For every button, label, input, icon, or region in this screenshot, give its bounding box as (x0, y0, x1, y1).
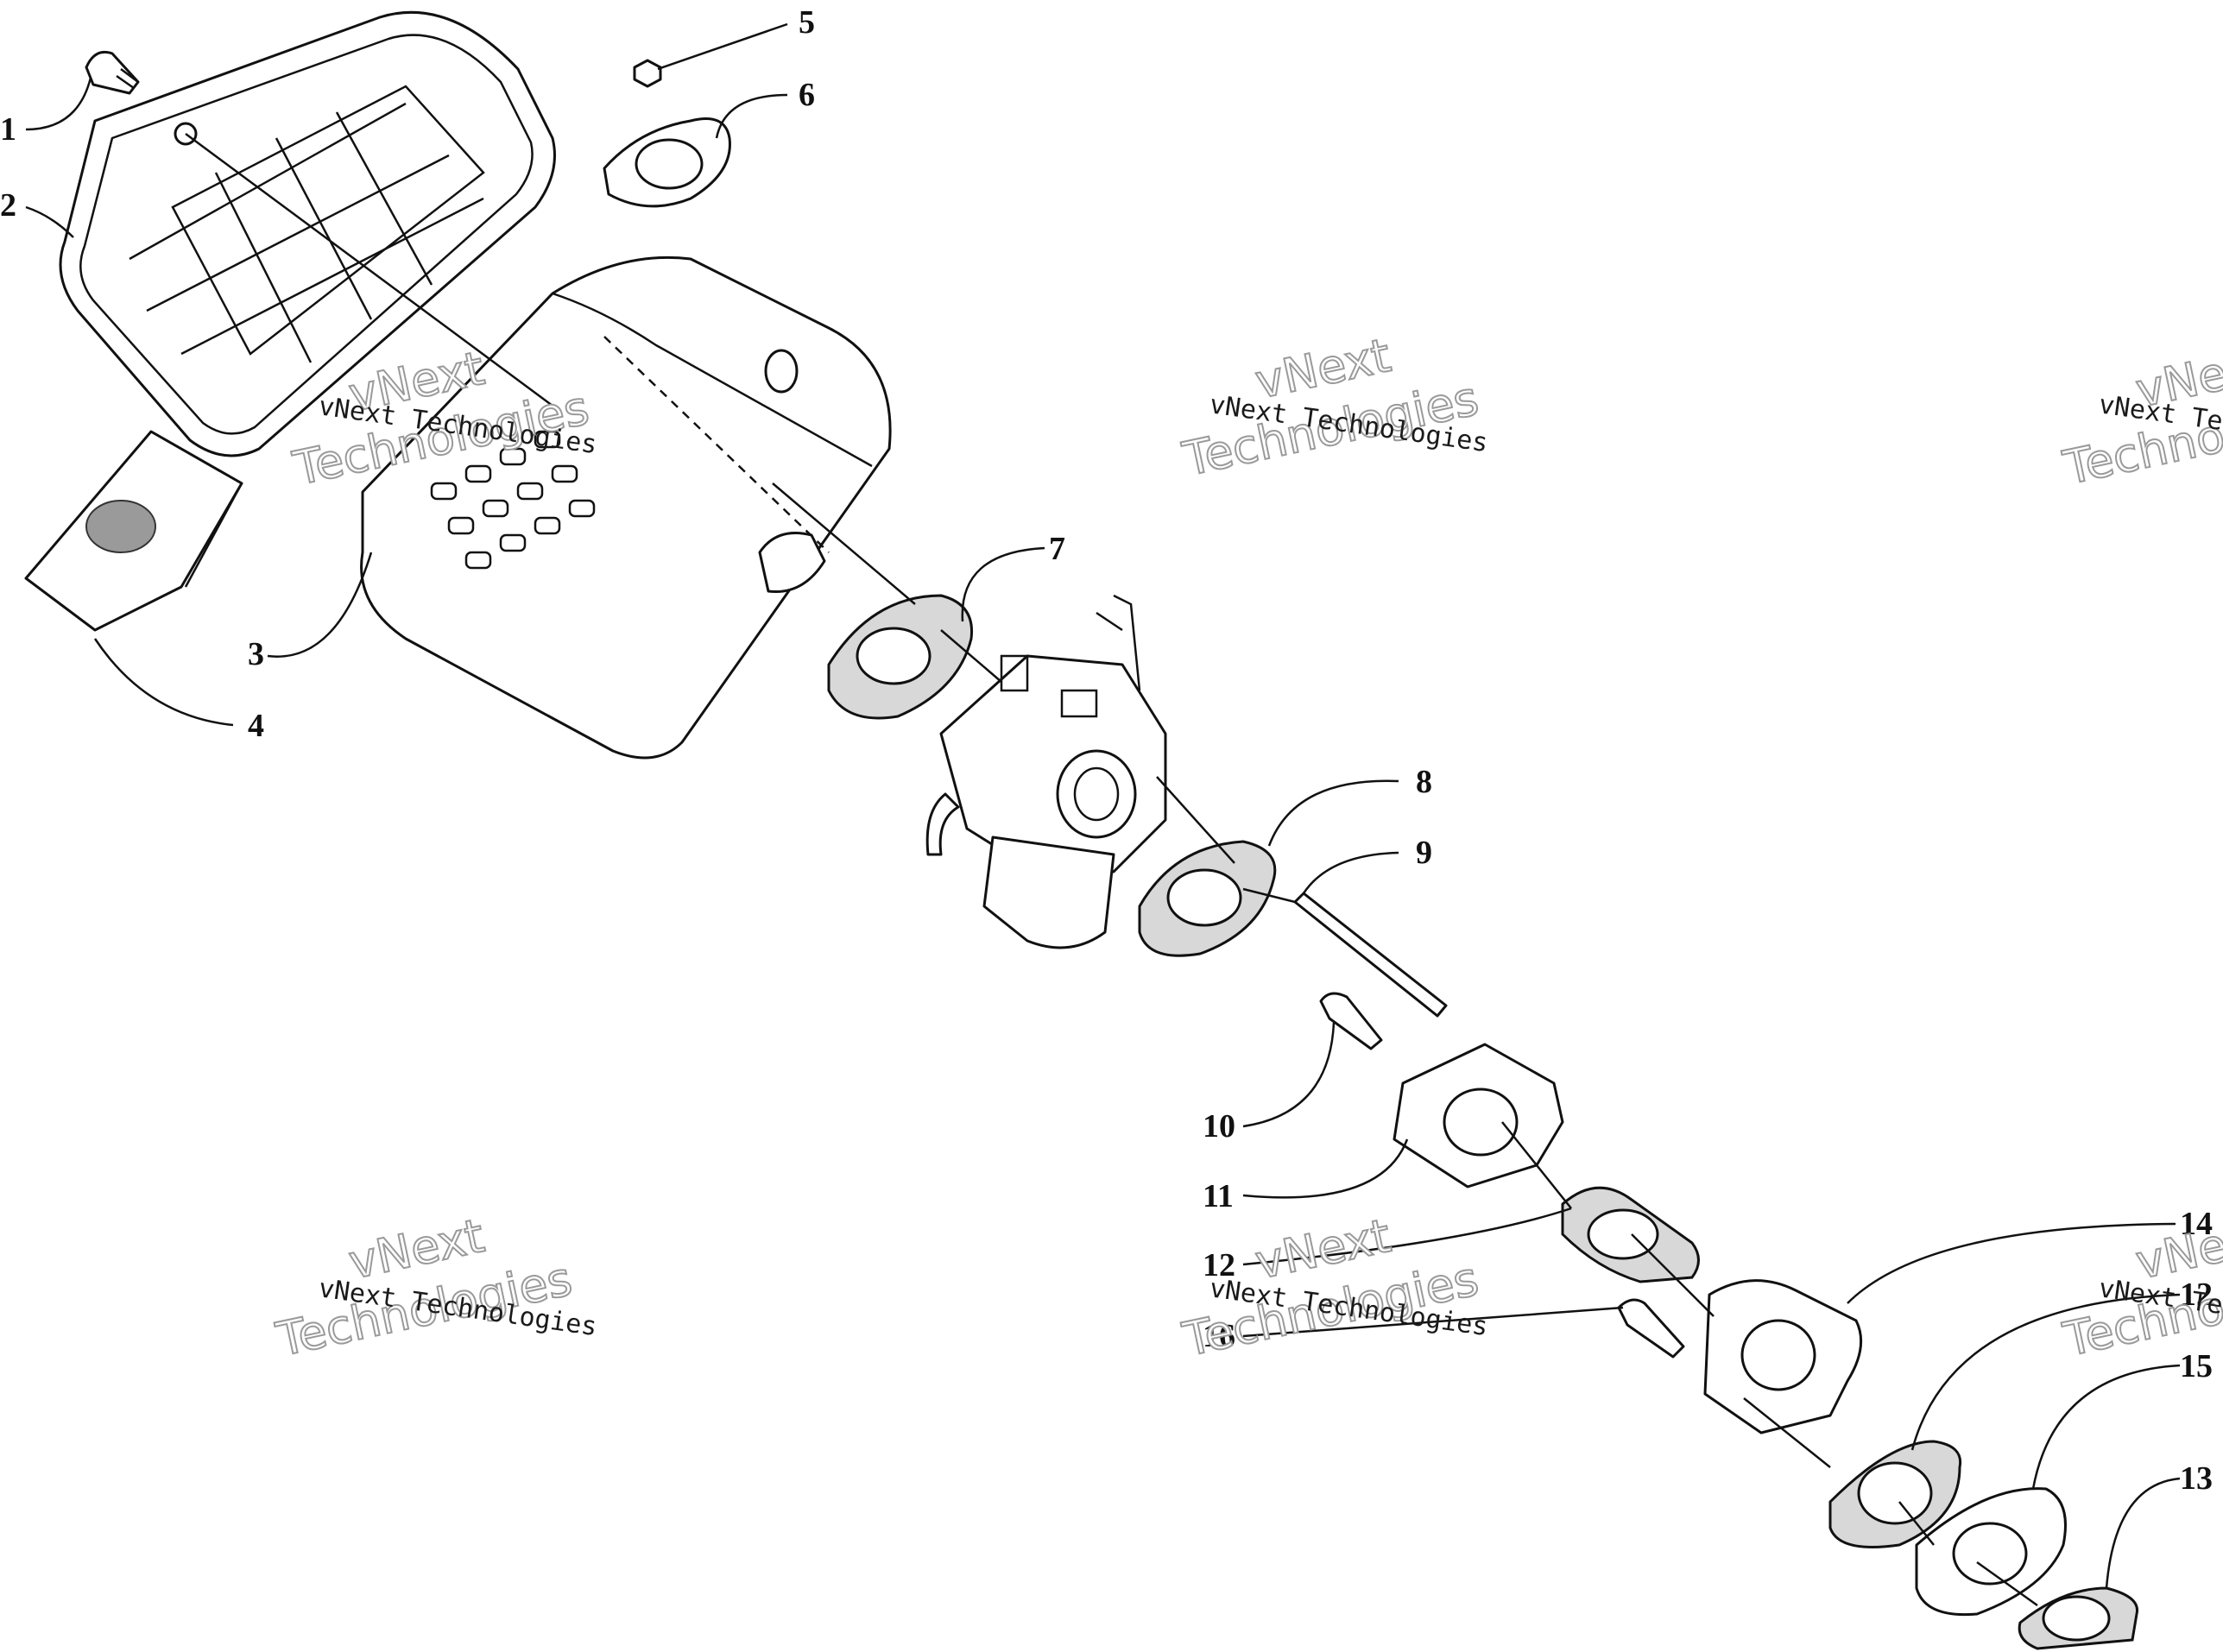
callout-14: 14 (2180, 1206, 2213, 1242)
gasket-part-6 (603, 117, 731, 208)
callout-9: 9 (1416, 835, 1432, 871)
callout-6: 6 (799, 77, 815, 113)
callout-12b: 12 (2180, 1277, 2213, 1313)
nut-part-5 (633, 59, 662, 88)
bolt-part-10 (1319, 992, 1383, 1050)
screw-part-1 (85, 50, 140, 95)
spacer-part-15 (1915, 1487, 2067, 1617)
callout-leaders (25, 22, 2181, 1589)
air-filter-cover (59, 10, 556, 457)
filter-element (24, 430, 243, 632)
callout-5: 5 (799, 4, 815, 41)
carburetor (925, 594, 1167, 949)
flange-part-14 (1703, 1279, 1863, 1434)
callout-7: 7 (1049, 531, 1065, 567)
screw-part-16 (1617, 1298, 1685, 1359)
callout-13: 13 (2180, 1460, 2213, 1497)
gasket-part-12 (1561, 1186, 1700, 1283)
callout-1: 1 (0, 111, 16, 148)
gasket-part-8 (1138, 840, 1277, 957)
callout-2: 2 (0, 187, 16, 224)
callout-4: 4 (248, 708, 264, 744)
callout-12a: 12 (1203, 1247, 1235, 1283)
gasket-part-13 (2018, 1586, 2139, 1650)
callout-numbers: 1 2 3 4 5 6 7 8 9 10 11 12 14 12 16 15 1… (0, 4, 2213, 1497)
gasket-lower-a (1828, 1440, 1962, 1548)
callout-3: 3 (248, 636, 264, 672)
callout-11: 11 (1203, 1178, 1234, 1214)
callout-16: 16 (1203, 1318, 1235, 1354)
gasket-part-7 (827, 594, 974, 720)
callout-15: 15 (2180, 1348, 2213, 1384)
air-cleaner-housing (360, 255, 892, 760)
callout-10: 10 (1203, 1108, 1235, 1144)
callout-8: 8 (1416, 764, 1432, 800)
stud-part-9 (1293, 892, 1448, 1018)
spacer-part-11 (1393, 1043, 1564, 1189)
assembly-lines (185, 132, 2038, 1607)
